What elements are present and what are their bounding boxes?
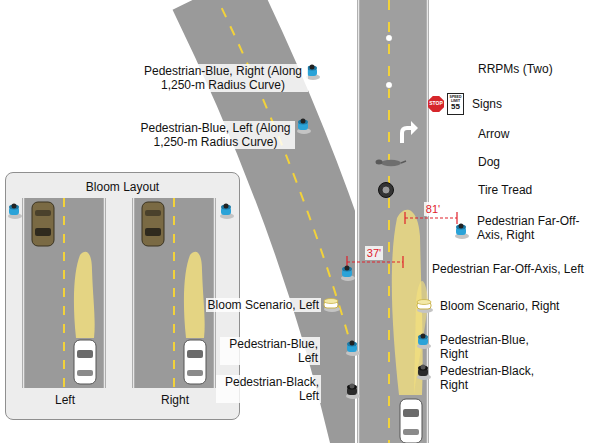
pedestrian-icon <box>417 334 431 350</box>
pedestrian-icon <box>306 65 320 81</box>
panel-right: Right <box>133 199 217 413</box>
node-text: Right <box>161 394 189 407</box>
pedestrian-label: Pedestrian-Blue, Left (Along 1,250-m Rad… <box>136 121 295 149</box>
pedestrian-label: Pedestrian Far-Off-Axis, Right <box>475 214 597 242</box>
pedestrian-label: Pedestrian-Blue, Left <box>220 337 320 365</box>
object-label: RRPMs (Two) <box>476 62 555 76</box>
rrpm-marker <box>386 35 393 42</box>
dimension-label: 37' <box>365 246 383 260</box>
dog-object <box>376 160 407 167</box>
main-centerline <box>388 0 390 443</box>
pedestrian-icon <box>346 341 360 357</box>
pedestrian-icon <box>220 204 234 220</box>
node-text: Left <box>55 394 75 407</box>
arrow-marking <box>400 121 418 143</box>
pedestrian-icon <box>341 266 355 282</box>
test-vehicle <box>400 399 422 443</box>
pedestrian-icon <box>8 204 22 220</box>
stop-sign: STOP <box>428 96 444 112</box>
bloom-label: Bloom Scenario, Left <box>206 298 321 312</box>
speed-limit-sign: SPEED LIMIT55 <box>447 93 464 115</box>
bloom-target <box>324 299 340 313</box>
pedestrian-icon <box>297 119 311 135</box>
panel-left: Left <box>23 199 107 413</box>
edge-line <box>358 0 360 443</box>
node-text: SPEED LIMIT <box>448 96 463 103</box>
node-text: Bloom Layout <box>86 181 159 194</box>
bloom-target <box>417 300 433 314</box>
object-label: Tire Tread <box>476 183 534 197</box>
pedestrian-label: Pedestrian-Blue, Right <box>438 333 538 361</box>
tire-tread <box>379 183 394 198</box>
pedestrian-icon <box>455 224 469 240</box>
pedestrian-label: Pedestrian-Blue, Right (Along 1,250-m Ra… <box>138 64 308 92</box>
inset-ground <box>6 173 240 420</box>
pedestrian-label: Pedestrian-Black, Left <box>216 375 321 403</box>
node-text: 55 <box>451 103 460 111</box>
rrpm-marker <box>386 82 393 89</box>
pedestrian-label: Pedestrian-Black, Right <box>438 364 543 392</box>
object-label: Dog <box>476 155 502 169</box>
pedestrian-icon <box>417 365 431 381</box>
bloom-label: Bloom Scenario, Right <box>438 299 561 313</box>
inset-road-right <box>132 198 216 388</box>
inset-road-left <box>22 198 106 388</box>
node-text: STOP <box>429 101 443 106</box>
object-label: Arrow <box>476 127 511 141</box>
main-road-edge <box>355 0 431 443</box>
pedestrian-icon <box>346 384 360 400</box>
object-label: Signs <box>470 97 504 111</box>
pedestrian-label: Pedestrian Far-Off-Axis, Left <box>430 262 586 276</box>
dimension-label: 81' <box>424 202 442 216</box>
inset-panel: Bloom LayoutLeft Right <box>5 172 240 420</box>
